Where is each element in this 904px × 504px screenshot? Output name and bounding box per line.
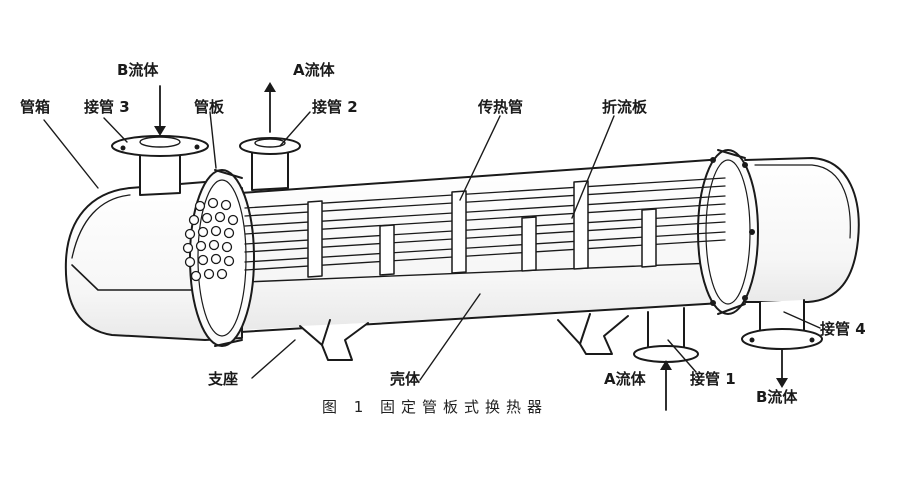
tube-sheet-holes	[182, 197, 239, 282]
label-nozzle-3: 接管 3	[84, 98, 130, 116]
label-support: 支座	[208, 370, 239, 388]
label-fluid-a-out: A流体	[293, 61, 335, 79]
baffles	[307, 180, 657, 278]
label-nozzle-4: 接管 4	[820, 320, 866, 338]
figure-number: 图 1	[322, 398, 370, 416]
figure-title: 固定管板式换热器	[380, 398, 549, 416]
label-heat-tubes: 传热管	[478, 98, 524, 116]
label-baffle: 折流板	[602, 98, 648, 116]
support-right	[557, 313, 629, 355]
flow-arrows	[154, 82, 788, 411]
right-flange	[697, 149, 759, 315]
label-fluid-a-in: A流体	[604, 370, 646, 388]
label-fluid-b-in: B流体	[117, 61, 159, 79]
label-tube-sheet: 管板	[194, 98, 225, 116]
nozzle-4	[741, 299, 823, 350]
leader-lines	[43, 111, 821, 381]
label-header: 管箱	[20, 98, 51, 116]
right-head	[744, 157, 860, 303]
label-fluid-b-out: B流体	[756, 388, 798, 406]
nozzle-2	[239, 137, 301, 191]
nozzle-1	[633, 307, 699, 363]
label-nozzle-1: 接管 1	[690, 370, 736, 388]
label-nozzle-2: 接管 2	[312, 98, 358, 116]
label-shell: 壳体	[390, 370, 421, 388]
support-left	[299, 319, 369, 361]
